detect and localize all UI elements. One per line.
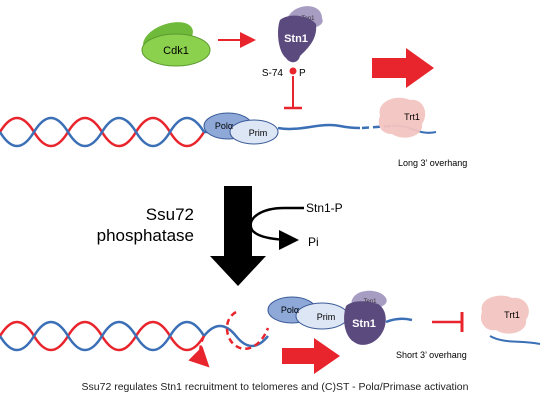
dashed-synthesis-strand-2 — [188, 335, 210, 368]
trt1-bottom: Trt1 — [480, 295, 529, 334]
trt1-top: Trt1 — [378, 97, 426, 138]
cdk1-kinase: Cdk1 — [141, 22, 211, 67]
stn1-ten1-complex-bottom: Ten1 Stn1 — [344, 290, 387, 345]
stn1-label-bottom: Stn1 — [352, 318, 376, 330]
trt1-label-top: Trt1 — [404, 112, 420, 122]
big-red-arrow-top — [372, 48, 434, 88]
reaction-curve-arrow — [249, 206, 304, 250]
pol-alpha-primase-top: Polα Prim — [203, 112, 279, 145]
overhang-strand-top — [277, 123, 361, 131]
pol-alpha-label-bottom: Polα — [281, 305, 299, 315]
pol-alpha-primase-bottom: Polα Prim — [267, 296, 349, 330]
phospho-dot — [289, 67, 297, 75]
big-red-arrow-bottom — [282, 338, 340, 374]
stn1-p-label: Stn1-P — [306, 201, 343, 215]
trt1-strand-bottom — [489, 335, 541, 345]
big-black-down-arrow — [210, 186, 266, 286]
phospho-p-label: P — [299, 68, 306, 79]
stn1-ten1-complex-top: Ten1 Stn1 — [278, 6, 323, 63]
prim-label-top: Prim — [249, 128, 268, 138]
s74-label: S-74 — [262, 68, 284, 79]
pi-label: Pi — [308, 235, 319, 249]
stn1-label-top: Stn1 — [284, 33, 308, 45]
ssu72-label-line1: Ssu72 — [146, 205, 194, 224]
pol-alpha-label-top: Polα — [215, 121, 233, 131]
overhang-strand-bottom — [385, 317, 413, 324]
ten1-label-bottom: Ten1 — [363, 299, 377, 305]
ssu72-label-line2: phosphatase — [97, 226, 194, 245]
cdk1-label: Cdk1 — [163, 45, 189, 57]
dna-helix-bottom — [0, 320, 269, 352]
trt1-label-bottom: Trt1 — [504, 310, 520, 320]
dna-helix-top — [0, 116, 238, 148]
figure-caption: Ssu72 regulates Stn1 recruitment to telo… — [82, 381, 469, 393]
prim-label-bottom: Prim — [317, 312, 336, 322]
short-overhang-label: Short 3’ overhang — [396, 350, 467, 360]
dashed-synthesis-strand — [225, 310, 270, 351]
long-overhang-label: Long 3’ overhang — [398, 158, 467, 168]
